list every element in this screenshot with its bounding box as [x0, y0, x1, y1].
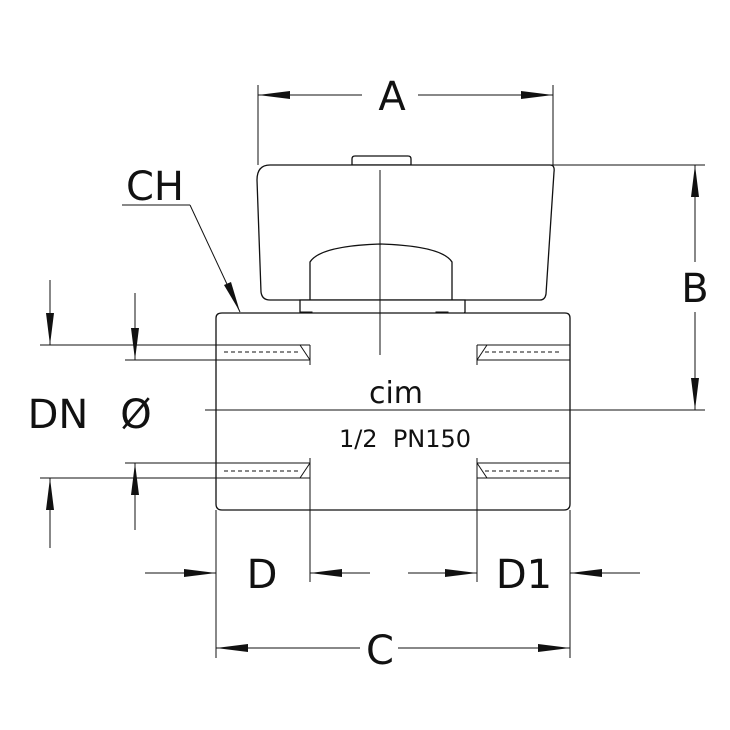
- dimension-b: [411, 164, 705, 410]
- dimension-diameter: [125, 293, 310, 530]
- label-ch: CH: [126, 164, 184, 210]
- label-d: D: [247, 552, 278, 598]
- label-diameter: Ø: [120, 392, 151, 438]
- label-b: B: [681, 266, 708, 312]
- valve-body: [215, 312, 571, 511]
- label-a: A: [378, 74, 406, 120]
- label-d1: D1: [496, 552, 552, 598]
- dimension-a: [257, 85, 554, 165]
- spec-marking: 1/2 PN150: [339, 425, 471, 453]
- center-lines: [205, 170, 705, 411]
- dimension-d1: [408, 478, 640, 582]
- label-c: C: [366, 628, 394, 674]
- brand-marking: cim: [369, 376, 423, 411]
- dimension-c: [215, 510, 571, 658]
- label-dn: DN: [28, 392, 89, 438]
- ch-leader: [122, 204, 241, 313]
- dimension-d: [145, 478, 370, 582]
- dimension-dn: [40, 280, 216, 548]
